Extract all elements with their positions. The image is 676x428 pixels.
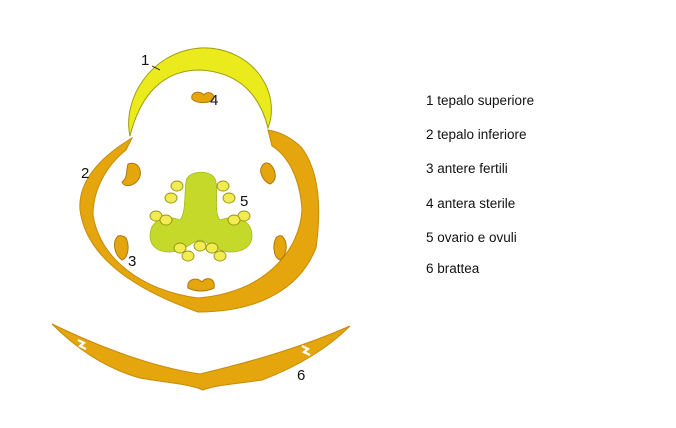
fertile-anther-right-bottom — [273, 235, 287, 261]
ovule — [227, 214, 241, 226]
legend-item-1: 1 tepalo superiore — [426, 93, 535, 108]
ovule — [222, 192, 236, 204]
label-5: 5 — [240, 193, 249, 210]
ovule — [213, 250, 227, 262]
ovule — [216, 180, 230, 192]
legend-item-4: 4 antera sterile — [426, 196, 516, 211]
legend-item-2: 2 tepalo inferiore — [426, 127, 527, 142]
fertile-anther-bottom — [187, 278, 215, 292]
ovule — [193, 240, 207, 252]
legend-item-3: 3 antere fertili — [426, 161, 508, 176]
ovule — [181, 250, 195, 262]
legend-item-6: 6 brattea — [426, 261, 480, 276]
fertile-anther-right-top — [260, 162, 276, 185]
ovary — [149, 171, 253, 253]
ovule — [173, 242, 187, 254]
label-6: 6 — [297, 367, 306, 384]
bract — [51, 323, 351, 391]
label-3: 3 — [128, 253, 137, 270]
ovule — [164, 192, 178, 204]
label-2: 2 — [81, 165, 90, 182]
legend-item-5: 5 ovario e ovuli — [426, 230, 517, 245]
sterile-anther — [191, 91, 215, 104]
bract-break-left — [77, 339, 87, 350]
lower-tepal — [79, 129, 320, 313]
upper-tepal — [128, 47, 272, 137]
ovule — [170, 180, 184, 192]
fertile-anther-left-top — [121, 162, 141, 187]
bract-break-right — [301, 345, 311, 356]
label-4: 4 — [210, 92, 219, 109]
ovule — [159, 214, 173, 226]
fertile-anther-left-bottom — [114, 235, 129, 261]
ovules — [149, 180, 251, 262]
ovule — [205, 242, 219, 254]
leader-line-1 — [151, 65, 161, 71]
label-1: 1 — [141, 52, 150, 69]
